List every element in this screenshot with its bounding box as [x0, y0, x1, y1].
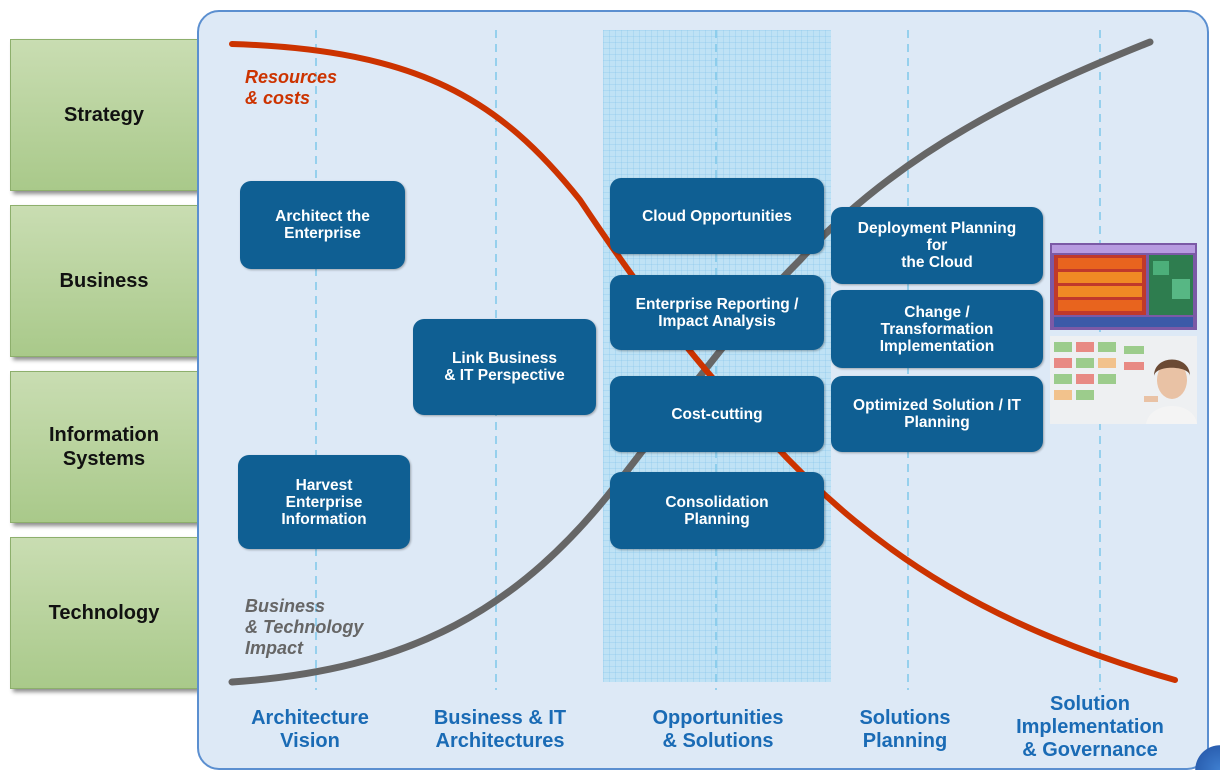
person-whiteboard-photo [1050, 336, 1197, 424]
layer-tab-technology: Technology [10, 537, 198, 689]
box-enterprise-reporting-impact-analysis[interactable]: Enterprise Reporting / Impact Analysis [610, 275, 824, 350]
box-consolidation-planning[interactable]: Consolidation Planning [610, 472, 824, 549]
enterprise-architecture-thumbnail [1050, 243, 1197, 330]
box-harvest-enterprise-information[interactable]: Harvest Enterprise Information [238, 455, 410, 549]
phase-opportunities-solutions: Opportunities & Solutions [652, 707, 784, 752]
phase-solutions-planning: Solutions Planning [859, 707, 951, 752]
box-change-transformation-implementation[interactable]: Change / Transformation Implementation [831, 290, 1043, 368]
box-cloud-opportunities[interactable]: Cloud Opportunities [610, 178, 824, 254]
layer-tab-strategy: Strategy [10, 39, 198, 191]
box-optimized-solution-it-planning[interactable]: Optimized Solution / IT Planning [831, 376, 1043, 452]
resources-costs-label: Resources & costs [245, 67, 338, 108]
corner-decoration [1190, 737, 1220, 770]
layer-tab-business: Business [10, 205, 198, 357]
box-link-business-it-perspective[interactable]: Link Business & IT Perspective [413, 319, 596, 415]
box-deployment-planning-for-the-cloud[interactable]: Deployment Planning for the Cloud [831, 207, 1043, 284]
box-architect-the-enterprise[interactable]: Architect the Enterprise [240, 181, 405, 269]
box-cost-cutting[interactable]: Cost-cutting [610, 376, 824, 452]
phase-architecture-vision: Architecture Vision [251, 707, 369, 752]
phase-solution-implementation-governance: Solution Implementation & Governance [1016, 693, 1164, 761]
phase-business-it-architectures: Business & IT Architectures [433, 707, 567, 752]
business-technology-impact-label: Business & Technology Impact [245, 596, 364, 658]
impact-curve [228, 38, 1154, 686]
layer-tab-information-systems: Information Systems [10, 371, 198, 523]
